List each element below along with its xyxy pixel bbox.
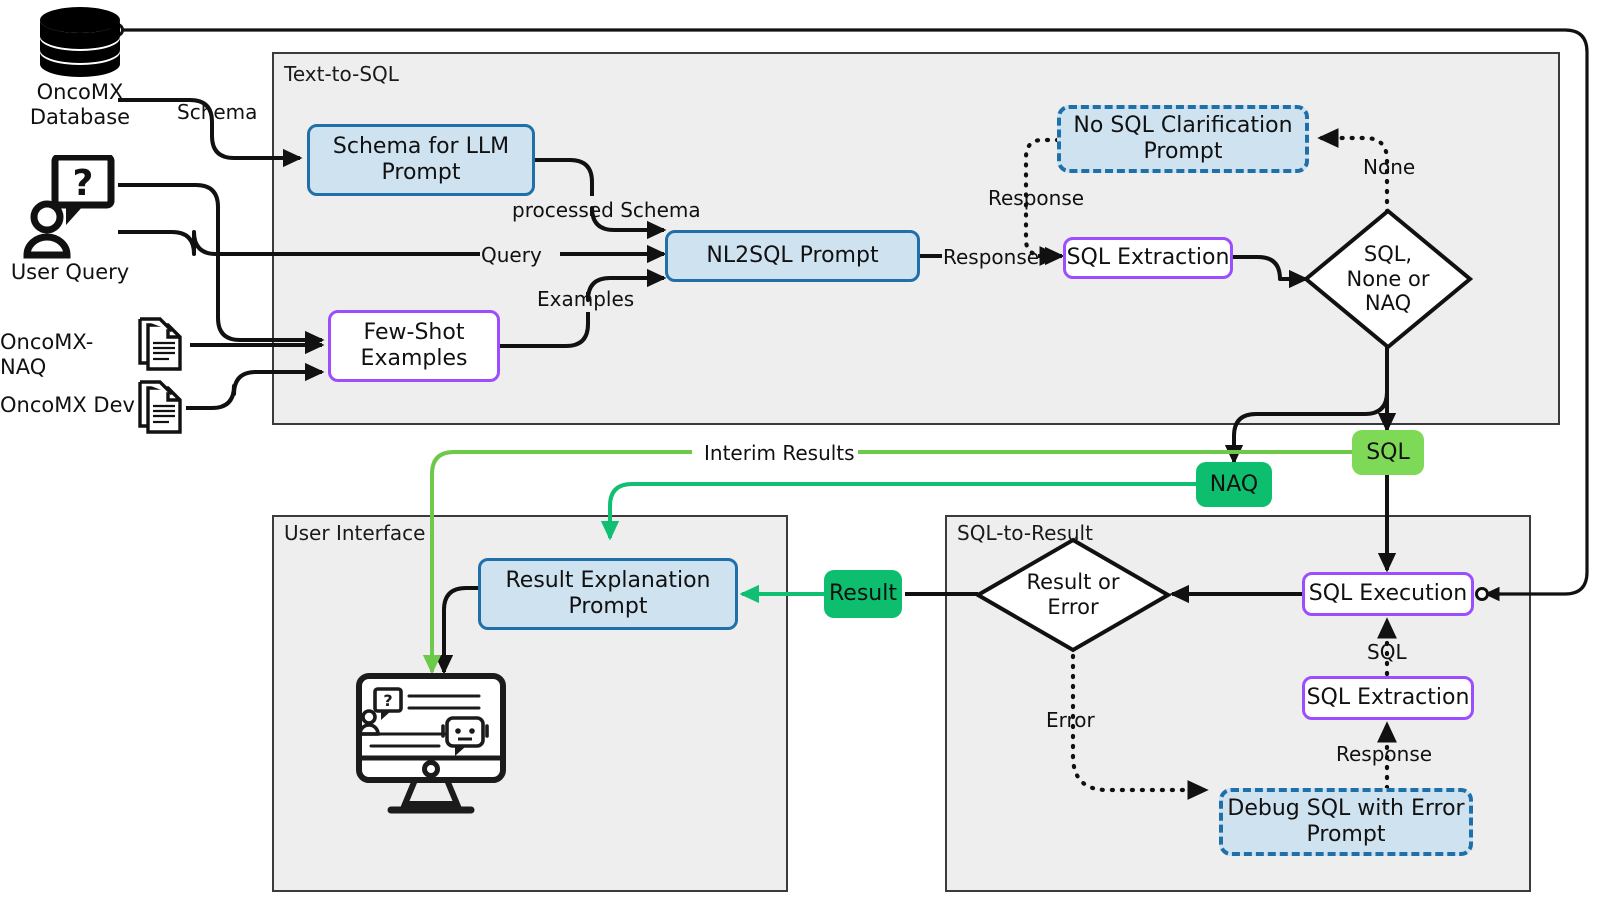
oncomx-naq-label: OncoMX-NAQ	[0, 330, 94, 380]
svg-text:?: ?	[73, 163, 94, 204]
node-nl2sql-prompt[interactable]: NL2SQL Prompt	[665, 230, 920, 282]
edge-label-none: None	[1363, 155, 1416, 179]
decision-result-or-error[interactable]	[975, 537, 1171, 653]
oncomx-database-line1: OncoMX Database	[29, 80, 131, 130]
edge-label-response-debug: Response	[1336, 742, 1433, 766]
node-few-shot-examples[interactable]: Few-Shot Examples	[328, 310, 500, 382]
edge-label-interim-results: Interim Results	[704, 441, 855, 465]
edge-label-response-nl2sql: Response	[943, 245, 1040, 269]
edge-label-processed-schema: processed Schema	[512, 198, 701, 222]
decision-sql-none-or-naq[interactable]	[1303, 208, 1473, 350]
group-text-to-sql-title: Text-to-SQL	[284, 62, 399, 86]
node-schema-for-llm-prompt[interactable]: Schema for LLM Prompt	[307, 124, 535, 196]
node-result-token[interactable]: Result	[824, 570, 902, 618]
node-sql-extraction-top[interactable]: SQL Extraction	[1063, 237, 1233, 279]
node-no-sql-clarification-prompt[interactable]: No SQL Clarification Prompt	[1057, 105, 1309, 173]
node-sql-extraction-bottom[interactable]: SQL Extraction	[1302, 676, 1474, 720]
node-naq-token[interactable]: NAQ	[1196, 462, 1272, 507]
edge-label-query: Query	[481, 243, 542, 267]
document-icon-dev	[138, 380, 182, 434]
decision-sql-none-or-naq-label: SQL, None or NAQ	[1346, 241, 1430, 316]
edge-label-error: Error	[1046, 708, 1095, 732]
edge-label-response-clarification: Response	[988, 186, 1085, 210]
group-user-interface-title: User Interface	[284, 521, 426, 545]
user-question-icon: ?	[23, 155, 115, 259]
user-display-monitor-icon: ?	[356, 673, 506, 814]
decision-result-or-error-label: Result or Error	[1026, 570, 1120, 619]
svg-text:?: ?	[383, 691, 392, 710]
node-result-explanation-prompt[interactable]: Result Explanation Prompt	[478, 558, 738, 630]
oncomx-dev-label: OncoMX Dev	[0, 393, 135, 417]
node-sql-token[interactable]: SQL	[1352, 430, 1424, 475]
database-icon	[40, 7, 120, 77]
oncomx-database-label: OncoMX Database	[20, 80, 140, 130]
user-query-label: User Query	[10, 260, 130, 284]
node-debug-sql-with-error-prompt[interactable]: Debug SQL with Error Prompt	[1219, 788, 1473, 856]
node-sql-execution[interactable]: SQL Execution	[1302, 572, 1474, 616]
edge-label-sql-feedback: SQL	[1367, 640, 1407, 664]
document-icon-naq	[138, 317, 182, 371]
edge-label-examples: Examples	[537, 287, 635, 311]
edge-label-schema: Schema	[177, 100, 258, 124]
